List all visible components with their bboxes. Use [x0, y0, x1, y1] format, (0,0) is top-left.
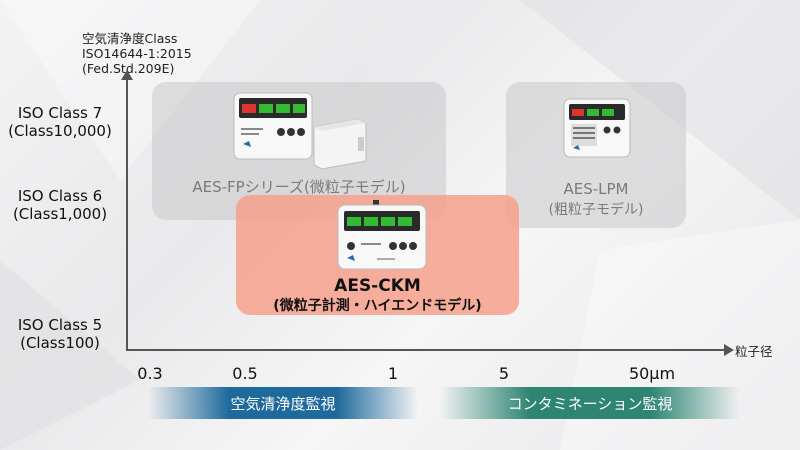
y-level-name: ISO Class 6 [17, 187, 103, 205]
band-air-cleanliness: 空気清浄度監視 [148, 387, 418, 419]
product-sublabel-lpm: (粗粒子モデル) [548, 202, 644, 218]
product-label-ckm: AES-CKM [334, 276, 421, 296]
x-axis-arrow [724, 344, 734, 356]
device-image-ckm [337, 200, 427, 270]
y-level-name: ISO Class 7 [17, 104, 103, 122]
x-axis-label: 粒子径 [735, 344, 773, 359]
device-image-fp-sensor [313, 118, 367, 170]
y-level-name: ISO Class 5 [17, 316, 103, 334]
product-label-lpm: AES-LPM [563, 180, 629, 198]
x-tick: 5 [498, 364, 510, 383]
band-contamination: コンタミネーション監視 [440, 387, 740, 419]
device-image-fp-monitor [233, 92, 313, 160]
y-level-class5: ISO Class 5 (Class100) [0, 316, 120, 352]
x-tick: 50μm [628, 364, 676, 383]
product-sublabel-ckm: (微粒子計測・ハイエンドモデル) [273, 298, 482, 314]
y-axis-title-line: (Fed.Std.209E) [82, 61, 175, 76]
product-label-fp: AES-FPシリーズ(微粒子モデル) [192, 178, 406, 196]
x-axis-line [126, 349, 726, 351]
band-air-label: 空気清浄度監視 [230, 394, 336, 413]
band-contamination-label: コンタミネーション監視 [507, 394, 673, 413]
y-level-sub: (Class10,000) [8, 122, 112, 140]
y-level-class6: ISO Class 6 (Class1,000) [0, 187, 120, 223]
y-axis-line [126, 78, 128, 350]
device-image-lpm [563, 98, 631, 158]
y-axis-title-line: 空気清浄度Class [82, 31, 178, 46]
y-level-class7: ISO Class 7 (Class10,000) [0, 104, 120, 140]
y-level-sub: (Class100) [20, 334, 100, 352]
x-tick: 1 [387, 364, 399, 383]
y-axis-arrow [121, 70, 133, 80]
y-axis-title: 空気清浄度Class ISO14644-1:2015 (Fed.Std.209E… [82, 31, 192, 76]
y-axis-title-line: ISO14644-1:2015 [82, 46, 192, 61]
y-level-sub: (Class1,000) [12, 205, 108, 223]
x-tick: 0.3 [137, 364, 163, 383]
x-tick: 0.5 [232, 364, 258, 383]
